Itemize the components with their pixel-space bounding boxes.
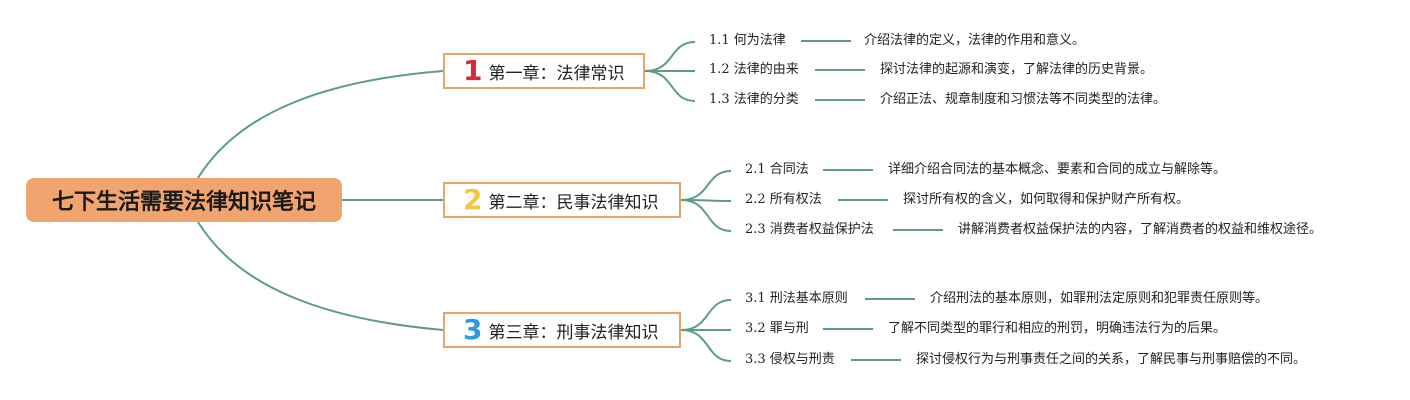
edge-root-chapter-3 <box>197 221 444 331</box>
topic-desc-1-2[interactable]: 探讨法律的起源和演变，了解法律的历史背景。 <box>880 62 1154 77</box>
chapter-number-2: 2 <box>463 183 483 216</box>
edge-root-chapter-1 <box>197 70 444 179</box>
topic-desc-1-3[interactable]: 介绍正法、规章制度和习惯法等不同类型的法律。 <box>880 92 1167 107</box>
topic-desc-2-2[interactable]: 探讨所有权的含义，如何取得和保护财产所有权。 <box>903 192 1190 207</box>
topic-label-2-1[interactable]: 2.1 合同法 <box>745 162 809 177</box>
topic-label-2-3[interactable]: 2.3 消费者权益保护法 <box>745 222 874 237</box>
chapter-label-3: 第三章：刑事法律知识 <box>488 322 659 343</box>
root-node[interactable]: 七下生活需要法律知识笔记 <box>26 178 342 222</box>
edge-chapter-3-topic-3 <box>680 329 732 362</box>
topic-label-3-3[interactable]: 3.3 侵权与刑责 <box>745 352 835 367</box>
topic-label-1-1[interactable]: 1.1 何为法律 <box>709 33 786 48</box>
topic-label-2-2[interactable]: 2.2 所有权法 <box>745 192 822 207</box>
edge-chapter-1-topic-3 <box>644 70 696 102</box>
edge-chapter-2-topic-3 <box>680 199 732 232</box>
topic-desc-1-1[interactable]: 介绍法律的定义，法律的作用和意义。 <box>864 33 1086 48</box>
topic-label-1-2[interactable]: 1.2 法律的由来 <box>709 62 799 77</box>
chapter-number-3: 3 <box>463 313 483 346</box>
topic-desc-3-2[interactable]: 了解不同类型的罪行和相应的刑罚，明确违法行为的后果。 <box>888 321 1227 336</box>
chapter-number-1: 1 <box>463 54 483 87</box>
topic-label-3-2[interactable]: 3.2 罪与刑 <box>745 321 809 336</box>
topic-label-3-1[interactable]: 3.1 刑法基本原则 <box>745 291 848 306</box>
chapter-label-1: 第一章：法律常识 <box>488 63 625 84</box>
topic-desc-3-1[interactable]: 介绍刑法的基本原则，如罪刑法定原则和犯罪责任原则等。 <box>930 291 1269 306</box>
topic-desc-2-3[interactable]: 讲解消费者权益保护法的内容，了解消费者的权益和维权途径。 <box>958 222 1323 237</box>
topic-desc-2-1[interactable]: 详细介绍合同法的基本概念、要素和合同的成立与解除等。 <box>888 162 1227 177</box>
root-title: 七下生活需要法律知识笔记 <box>51 190 316 215</box>
chapter-label-2: 第二章：民事法律知识 <box>488 192 659 213</box>
topic-desc-3-3[interactable]: 探讨侵权行为与刑事责任之间的关系，了解民事与刑事赔偿的不同。 <box>916 352 1307 367</box>
topic-label-1-3[interactable]: 1.3 法律的分类 <box>709 92 799 107</box>
